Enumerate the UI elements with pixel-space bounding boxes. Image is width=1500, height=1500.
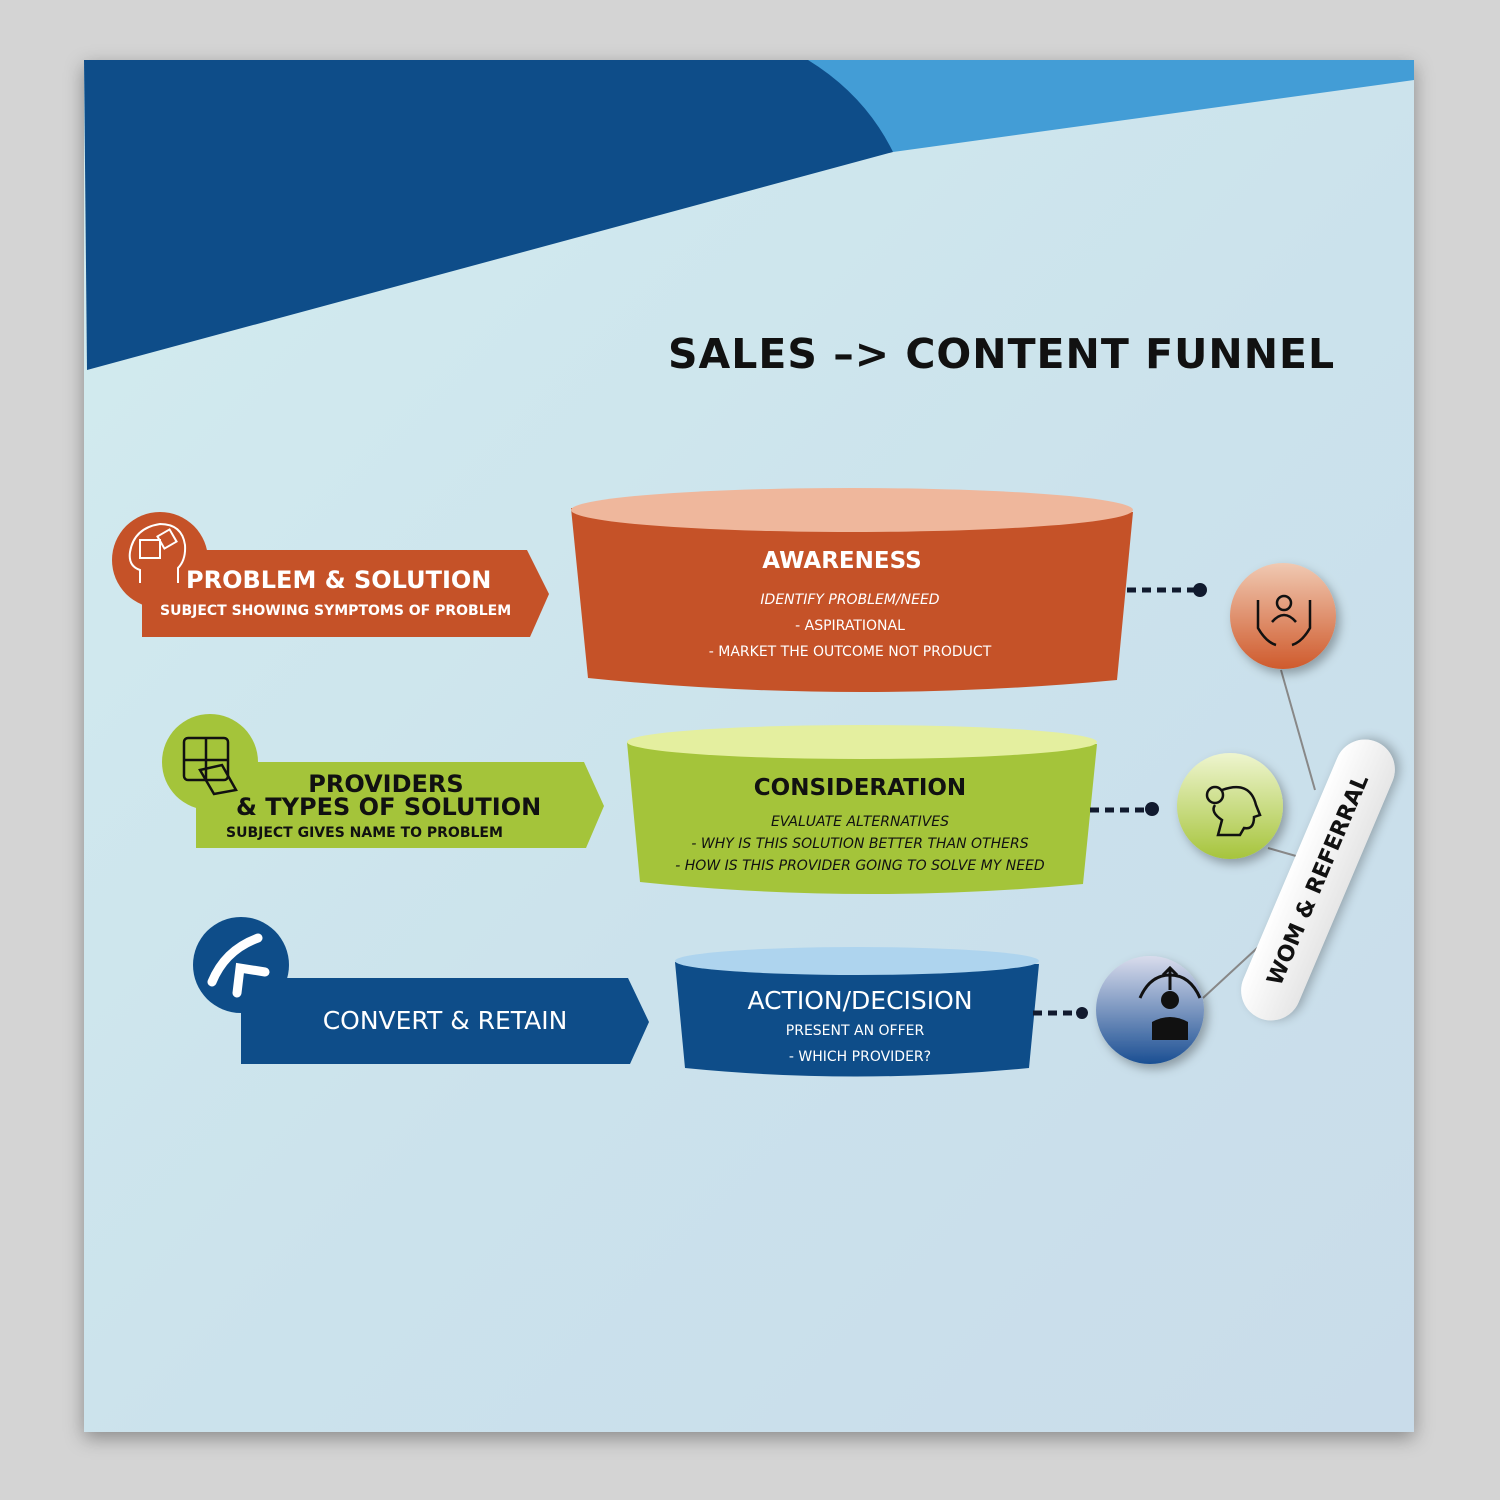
- stage3-label-title: CONVERT & RETAIN: [322, 1006, 568, 1035]
- stage2-label-title-2: & TYPES OF SOLUTION: [236, 793, 542, 821]
- action-funnel-top: [675, 947, 1039, 975]
- awareness-funnel-body: [571, 508, 1133, 693]
- action-funnel-body: [675, 962, 1039, 1077]
- consideration-line-2: - WHY IS THIS SOLUTION BETTER THAN OTHER…: [691, 836, 1029, 852]
- action-title: ACTION/DECISION: [747, 986, 973, 1015]
- hands-people-icon: [1256, 594, 1312, 647]
- head-puzzle-icon: [128, 522, 187, 583]
- puzzle-hand-icon: [182, 736, 238, 796]
- action-line-1: PRESENT AN OFFER: [785, 1023, 925, 1039]
- banner-light: [800, 60, 1414, 152]
- consideration-line-3: - HOW IS THIS PROVIDER GOING TO SOLVE MY…: [675, 858, 1045, 874]
- stage1-label-title: PROBLEM & SOLUTION: [186, 566, 492, 594]
- consideration-funnel-body: [627, 742, 1097, 895]
- page-title: SALES –> CONTENT FUNNEL: [668, 330, 1336, 378]
- dotted-connectors: [1033, 587, 1198, 1016]
- awareness-line-2: - ASPIRATIONAL: [795, 618, 905, 634]
- stage1-label-shape: [142, 550, 549, 637]
- stage2-label-subtitle: SUBJECT GIVES NAME TO PROBLEM: [226, 825, 503, 841]
- awareness-line-3: - MARKET THE OUTCOME NOT PRODUCT: [708, 644, 992, 660]
- stage2-label-shape: [196, 762, 604, 848]
- consideration-funnel-top: [627, 725, 1097, 759]
- action-line-2: - WHICH PROVIDER?: [788, 1049, 932, 1065]
- consideration-title: CONSIDERATION: [753, 775, 967, 801]
- person-directions-circle: [1096, 956, 1204, 1064]
- awareness-funnel-top: [571, 488, 1133, 532]
- connector-dots: [1076, 583, 1207, 1019]
- person-directions-icon: [1138, 965, 1202, 1040]
- head-lightbulb-circle: [1177, 753, 1283, 859]
- stage2-label-title-1: PROVIDERS: [308, 770, 464, 798]
- awareness-line-1: IDENTIFY PROBLEM/NEED: [760, 592, 940, 608]
- consideration-line-1: EVALUATE ALTERNATIVES: [770, 814, 950, 830]
- stage1-label-subtitle: SUBJECT SHOWING SYMPTOMS OF PROBLEM: [160, 603, 512, 619]
- head-lightbulb-icon: [1205, 785, 1262, 837]
- arrow-return-icon: [207, 933, 270, 998]
- stage3-label-shape: [241, 978, 649, 1064]
- awareness-title: AWARENESS: [762, 548, 922, 574]
- banner-dark: [84, 60, 893, 370]
